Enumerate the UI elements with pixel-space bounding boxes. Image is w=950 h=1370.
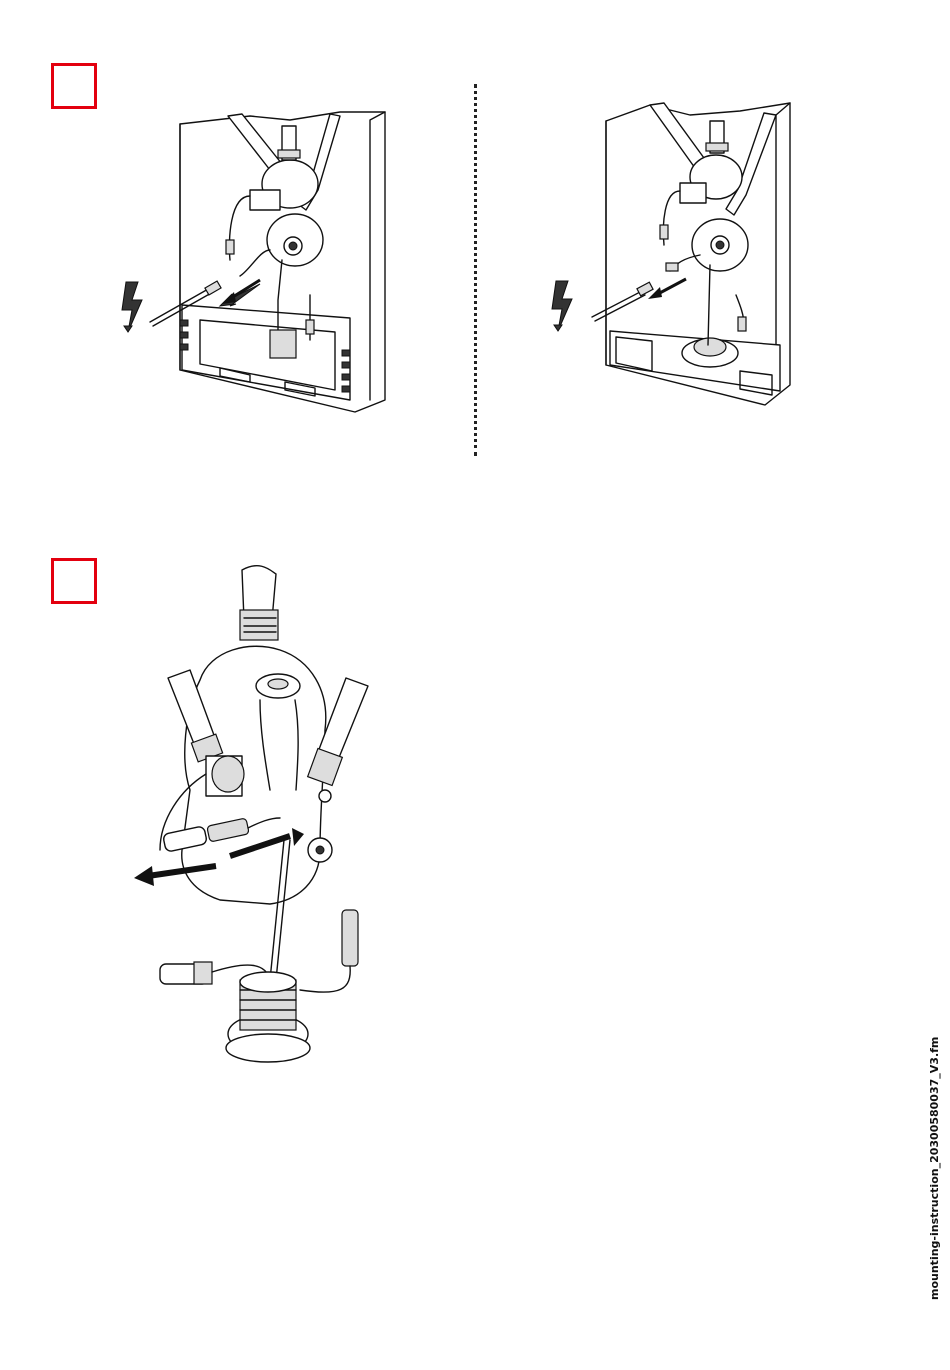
step-2-marker bbox=[51, 558, 97, 604]
footer-filename: mounting-instruction_20300580037_V3.fm bbox=[928, 1037, 941, 1300]
electrical-hazard-icon bbox=[552, 281, 572, 331]
figure-divider bbox=[474, 84, 477, 456]
illustration-valve-closeup bbox=[120, 560, 390, 1070]
illustration-wall-box-left bbox=[110, 100, 400, 420]
electrical-hazard-icon bbox=[122, 282, 142, 332]
step-1-marker bbox=[51, 63, 97, 109]
illustration-wall-box-right bbox=[540, 95, 830, 415]
